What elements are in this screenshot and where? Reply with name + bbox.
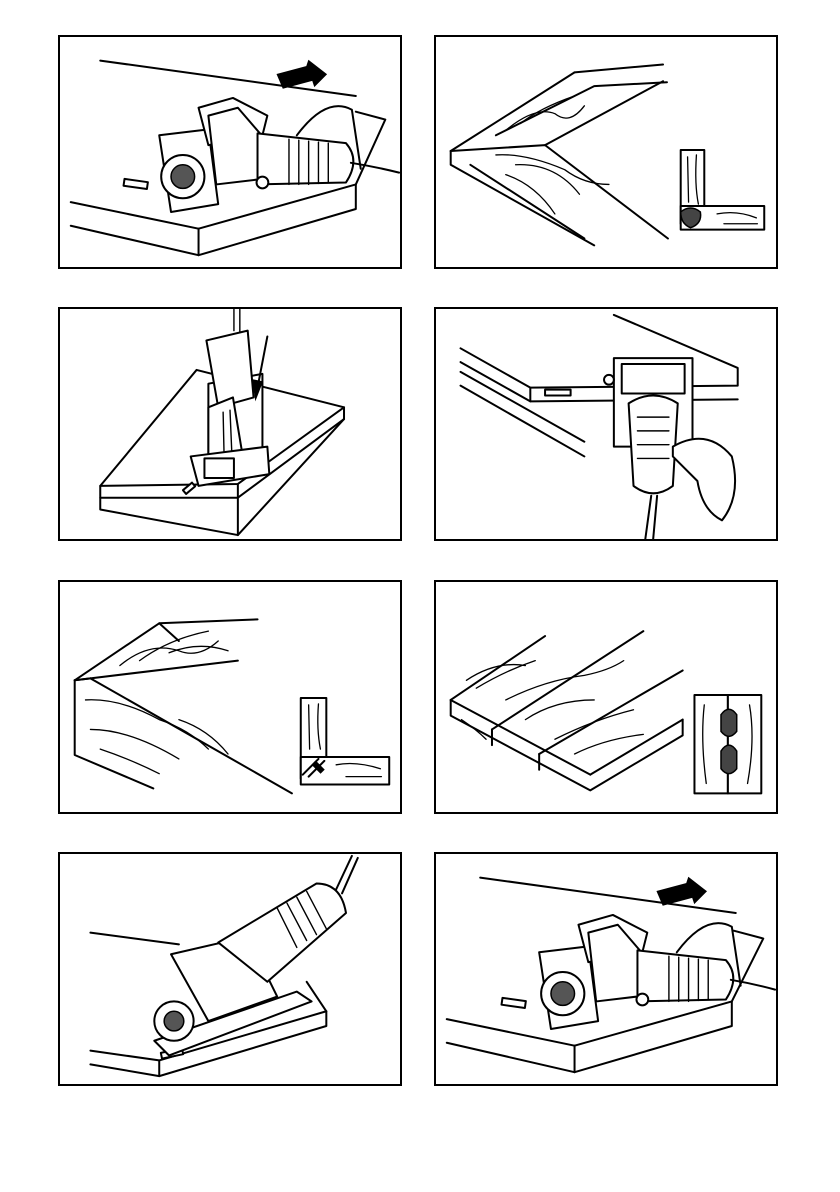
miter-corner-joint-icon xyxy=(436,37,776,267)
figure-biscuit-joiner-cutting xyxy=(58,35,402,269)
vertical-plunge-cut-icon xyxy=(60,309,400,539)
figure-miter-corner-joint xyxy=(434,35,778,269)
angled-fence-cut-icon xyxy=(60,854,400,1084)
edge-slot-cutting-icon xyxy=(436,309,776,539)
biscuit-joiner-cutting-icon xyxy=(60,37,400,267)
biscuit-joiner-cutting-icon xyxy=(436,854,776,1084)
figure-edge-to-edge-panel-joint xyxy=(434,580,778,814)
figure-vertical-plunge-cut xyxy=(58,307,402,541)
corner-butt-joint-icon xyxy=(60,582,400,812)
figure-angled-fence-cut xyxy=(58,852,402,1086)
figure-biscuit-joiner-cutting-2 xyxy=(434,852,778,1086)
figure-corner-butt-joint xyxy=(58,580,402,814)
edge-to-edge-panel-joint-icon xyxy=(436,582,776,812)
figure-edge-slot-cutting xyxy=(434,307,778,541)
